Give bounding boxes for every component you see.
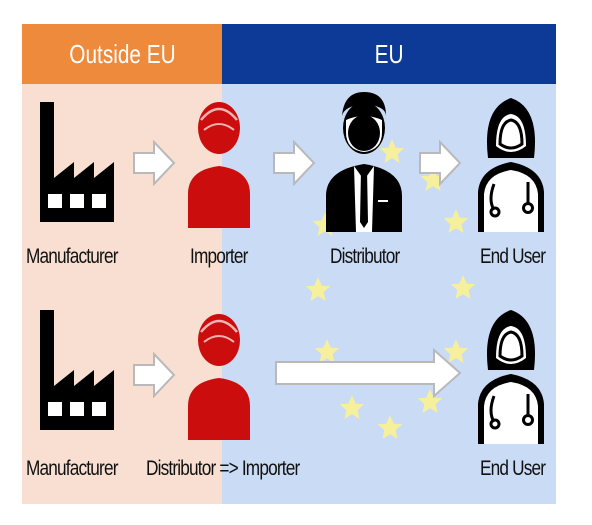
- factory-icon: [40, 310, 114, 430]
- importer-label: Importer: [190, 245, 248, 268]
- distributor-importer-label: Distributor => Importer: [146, 457, 300, 480]
- eu-star-icon: [305, 277, 331, 301]
- end-user-label: End User: [480, 457, 546, 480]
- importer-person-icon: [188, 102, 250, 228]
- eu-star-icon: [339, 395, 365, 419]
- arrow-right-icon: [419, 140, 462, 186]
- long-arrow-right-icon: [275, 348, 462, 398]
- eu-star-icon: [443, 209, 469, 233]
- factory-icon: [40, 102, 114, 222]
- arrow-right-icon: [273, 140, 316, 186]
- eu-header-label: EU: [374, 38, 404, 69]
- eu-header: EU: [222, 24, 556, 84]
- arrow-right-icon: [133, 140, 176, 186]
- eu-star-icon: [377, 415, 403, 439]
- importer-person-icon: [188, 314, 250, 440]
- manufacturer-label: Manufacturer: [26, 457, 118, 480]
- end-user-doctor-icon: [478, 310, 544, 444]
- manufacturer-label: Manufacturer: [26, 245, 118, 268]
- eu-star-icon: [450, 275, 476, 299]
- outside-eu-header: Outside EU: [22, 24, 222, 84]
- end-user-label: End User: [480, 245, 546, 268]
- arrow-right-icon: [133, 352, 176, 398]
- outside-eu-header-label: Outside EU: [68, 38, 176, 69]
- end-user-doctor-icon: [478, 98, 544, 232]
- distributor-person-icon: [326, 92, 402, 232]
- distributor-label: Distributor: [330, 245, 400, 268]
